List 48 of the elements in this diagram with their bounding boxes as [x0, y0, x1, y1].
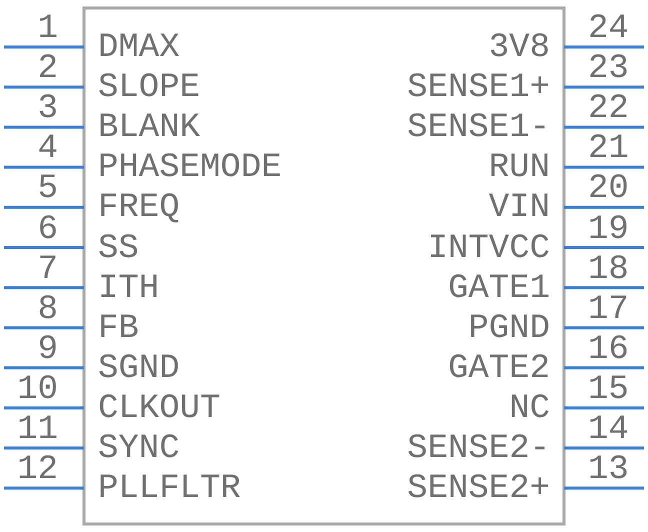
pin-number: 18 — [588, 252, 629, 288]
pin-label: RUN — [488, 150, 550, 186]
pin-number: 9 — [38, 332, 58, 368]
pin-number: 15 — [588, 372, 629, 408]
pin-number: 11 — [17, 412, 58, 448]
pin-number: 24 — [588, 11, 629, 47]
pin-number: 12 — [17, 452, 58, 488]
pin-number: 14 — [588, 412, 629, 448]
pin-number: 22 — [588, 91, 629, 128]
pin-number: 4 — [38, 131, 58, 168]
pin-number: 19 — [588, 212, 629, 248]
pin-label: CLKOUT — [98, 390, 220, 427]
pin-number: 13 — [588, 452, 629, 488]
pin-label: DMAX — [98, 30, 180, 66]
pin-label: PGND — [468, 310, 550, 347]
pin-number: 5 — [38, 171, 58, 208]
pin-label: GATE1 — [448, 270, 550, 307]
pin-number: 23 — [588, 51, 629, 88]
pin-label: NC — [509, 390, 550, 427]
pin-number: 3 — [38, 91, 58, 128]
pin-number: 7 — [38, 252, 58, 288]
pin-number: 17 — [588, 292, 629, 328]
pin-label: PLLFLTR — [98, 471, 241, 508]
pin-label: PHASEMODE — [98, 150, 282, 186]
pin-label: FB — [98, 310, 139, 347]
pin-label: SS — [98, 230, 139, 266]
pin-label: SYNC — [98, 431, 180, 467]
pin-label: INTVCC — [428, 230, 550, 266]
pin-number: 16 — [588, 332, 629, 368]
pin-number: 6 — [38, 212, 58, 248]
pin-label: SENSE2+ — [407, 471, 550, 508]
pin-number: 20 — [588, 171, 629, 208]
pin-label: FREQ — [98, 190, 180, 226]
pin-number: 10 — [17, 372, 58, 408]
pin-number: 21 — [588, 131, 629, 168]
pin-label: ITH — [98, 270, 160, 307]
pin-label: SENSE2- — [407, 431, 550, 467]
pin-label: GATE2 — [448, 350, 550, 387]
pin-label: BLANK — [98, 110, 200, 146]
pin-label: SENSE1+ — [407, 70, 550, 106]
pin-number: 2 — [38, 51, 58, 88]
pin-label: SLOPE — [98, 70, 200, 106]
pin-label: SENSE1- — [407, 110, 550, 146]
pin-number: 8 — [38, 292, 58, 328]
pin-label: SGND — [98, 350, 180, 387]
pin-label: 3V8 — [488, 30, 550, 66]
pin-label: VIN — [488, 190, 550, 226]
pin-number: 1 — [38, 11, 58, 47]
